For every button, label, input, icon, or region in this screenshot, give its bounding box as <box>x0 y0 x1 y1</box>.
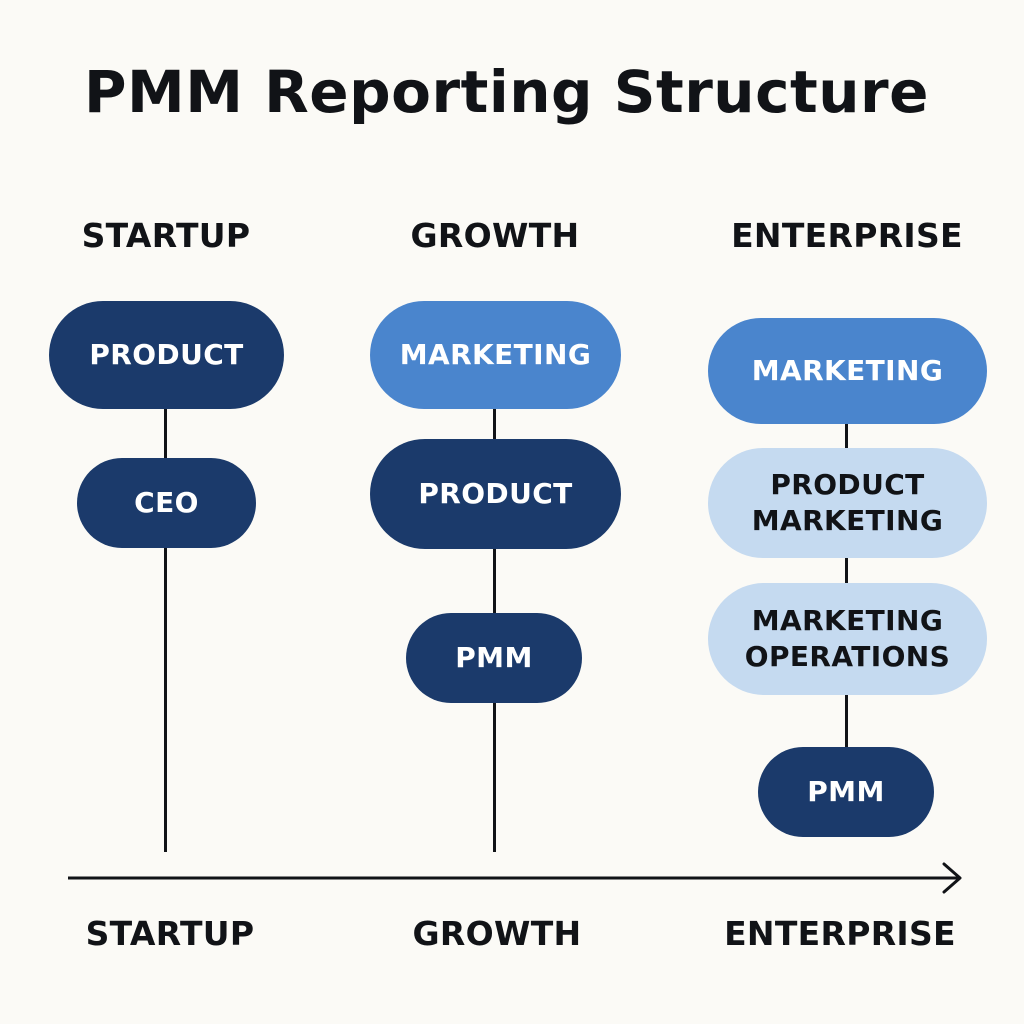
node-label: MARKETING <box>399 338 592 371</box>
growth-node-product: PRODUCT <box>370 439 621 549</box>
node-label: PRODUCT <box>89 338 244 371</box>
node-label-line-2: MARKETING <box>751 504 944 537</box>
enterprise-node-marketing-operations: MARKETING OPERATIONS <box>708 583 987 695</box>
node-label-line-1: PRODUCT <box>770 468 925 501</box>
node-label: PMM <box>455 641 533 674</box>
page-title: PMM Reporting Structure <box>84 58 929 126</box>
axis-label-startup: STARTUP <box>85 914 255 953</box>
startup-connector-line <box>164 400 167 852</box>
growth-node-pmm: PMM <box>406 613 582 703</box>
node-label: PMM <box>807 775 885 808</box>
axis-label-growth: GROWTH <box>412 914 582 953</box>
startup-node-ceo: CEO <box>77 458 256 548</box>
axis-label-enterprise: ENTERPRISE <box>724 914 956 953</box>
node-label: CEO <box>134 486 199 519</box>
column-heading-growth: GROWTH <box>410 216 580 255</box>
node-label: PRODUCT <box>418 477 573 510</box>
node-label-line-2: OPERATIONS <box>744 640 951 673</box>
node-label-line-1: MARKETING <box>751 604 944 637</box>
node-label: MARKETING <box>751 354 944 387</box>
enterprise-node-pmm: PMM <box>758 747 934 837</box>
growth-node-marketing: MARKETING <box>370 301 621 409</box>
enterprise-node-marketing: MARKETING <box>708 318 987 424</box>
column-heading-enterprise: ENTERPRISE <box>731 216 963 255</box>
startup-node-product: PRODUCT <box>49 301 284 409</box>
enterprise-node-product-marketing: PRODUCT MARKETING <box>708 448 987 558</box>
column-heading-startup: STARTUP <box>81 216 251 255</box>
axis-arrowhead-icon <box>942 862 962 894</box>
